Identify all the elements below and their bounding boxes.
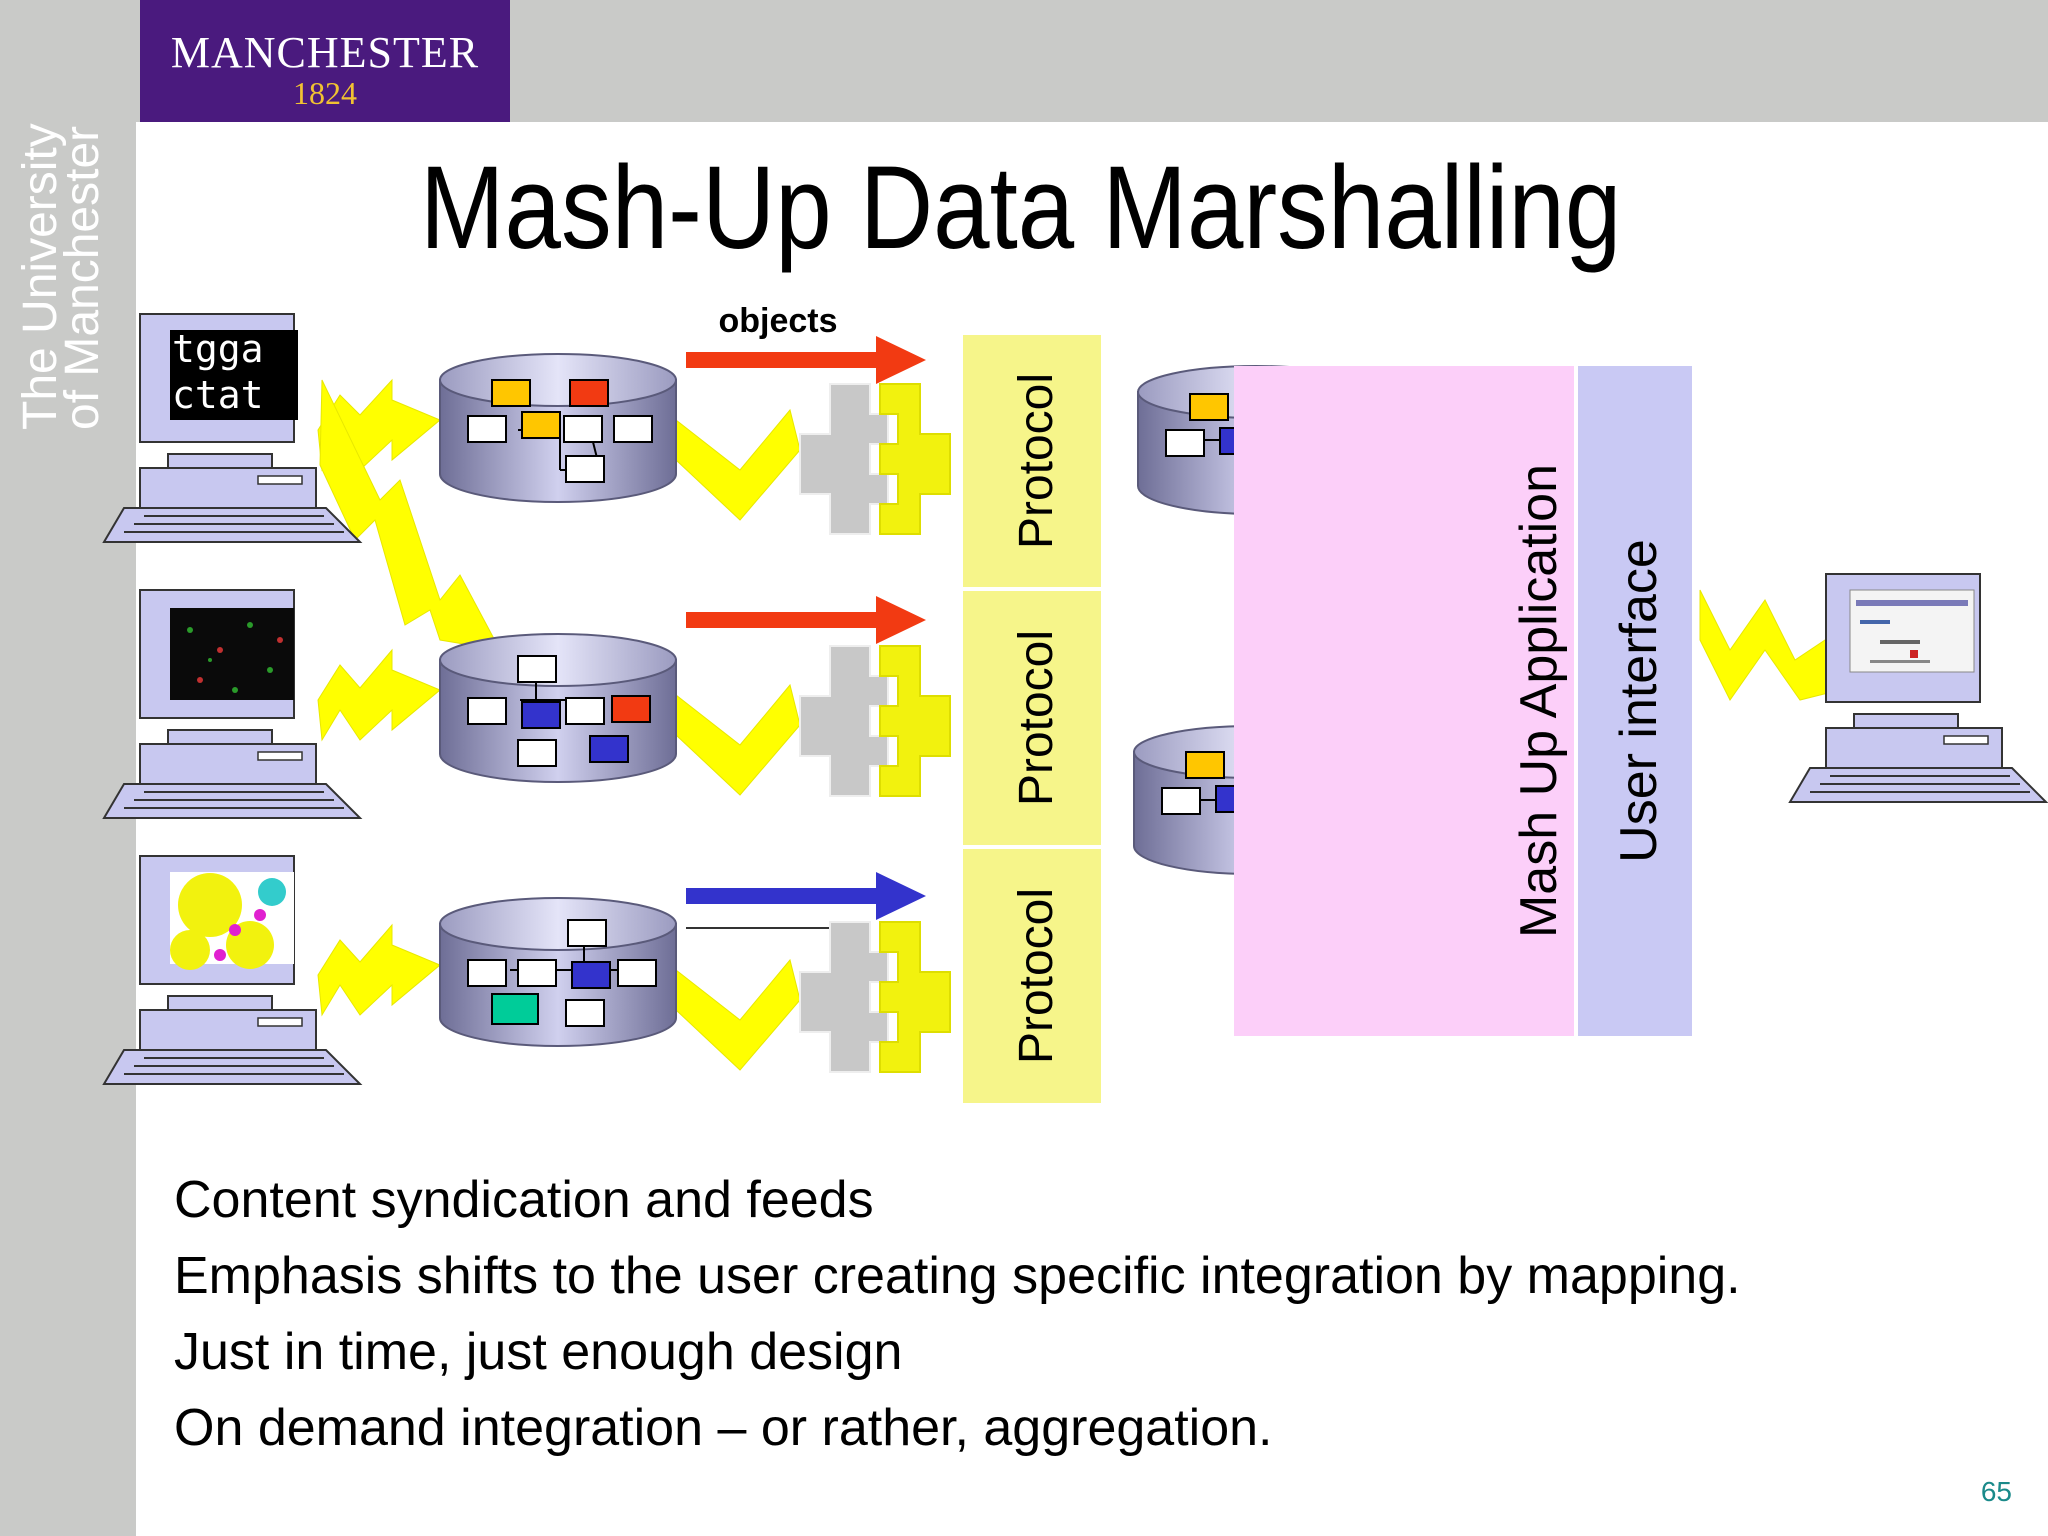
- protocol-label-1: Protocol: [1010, 373, 1063, 549]
- bullet-item: On demand integration – or rather, aggre…: [174, 1399, 1273, 1457]
- protocol-label-3: Protocol: [1010, 888, 1063, 1064]
- mashup-panel: [1234, 366, 1574, 1036]
- protocol-column: Protocol Protocol Protocol: [961, 333, 1103, 1105]
- terminal-line2: ctat: [172, 373, 264, 417]
- ui-panel: [1578, 366, 1692, 1036]
- bullet-item: Just in time, just enough design: [174, 1323, 903, 1381]
- client-computer: [1789, 573, 2047, 803]
- source-computer-molecule: [103, 855, 361, 1085]
- object-arrows: [686, 336, 926, 929]
- logo-year: 1824: [293, 75, 357, 111]
- objects-label: objects: [718, 302, 837, 340]
- mashup-label: Mash Up Application: [1510, 464, 1568, 938]
- slide-title: Mash-Up Data Marshalling: [420, 142, 1622, 274]
- bullet-list: Content syndication and feeds Emphasis s…: [174, 1162, 1974, 1466]
- ui-label: User interface: [1610, 539, 1668, 863]
- bullet-item: Emphasis shifts to the user creating spe…: [174, 1247, 1741, 1305]
- terminal-line1: tgga: [172, 327, 264, 371]
- logo-text: MANCHESTER: [170, 28, 480, 77]
- source-computer-microarray: [103, 589, 361, 819]
- lightning-bolts: [317, 378, 1891, 1071]
- protocol-plugs: [799, 383, 951, 1073]
- page-number: 65: [1980, 1476, 2012, 1507]
- source-computer-sequence: tgga ctat: [103, 313, 361, 543]
- database-3: [439, 897, 677, 1047]
- university-logo: MANCHESTER 1824: [140, 0, 510, 122]
- side-band: [0, 0, 136, 1536]
- bullet-item: Content syndication and feeds: [174, 1171, 874, 1229]
- protocol-label-2: Protocol: [1010, 630, 1063, 806]
- database-2: [439, 633, 677, 783]
- database-1: [439, 353, 677, 503]
